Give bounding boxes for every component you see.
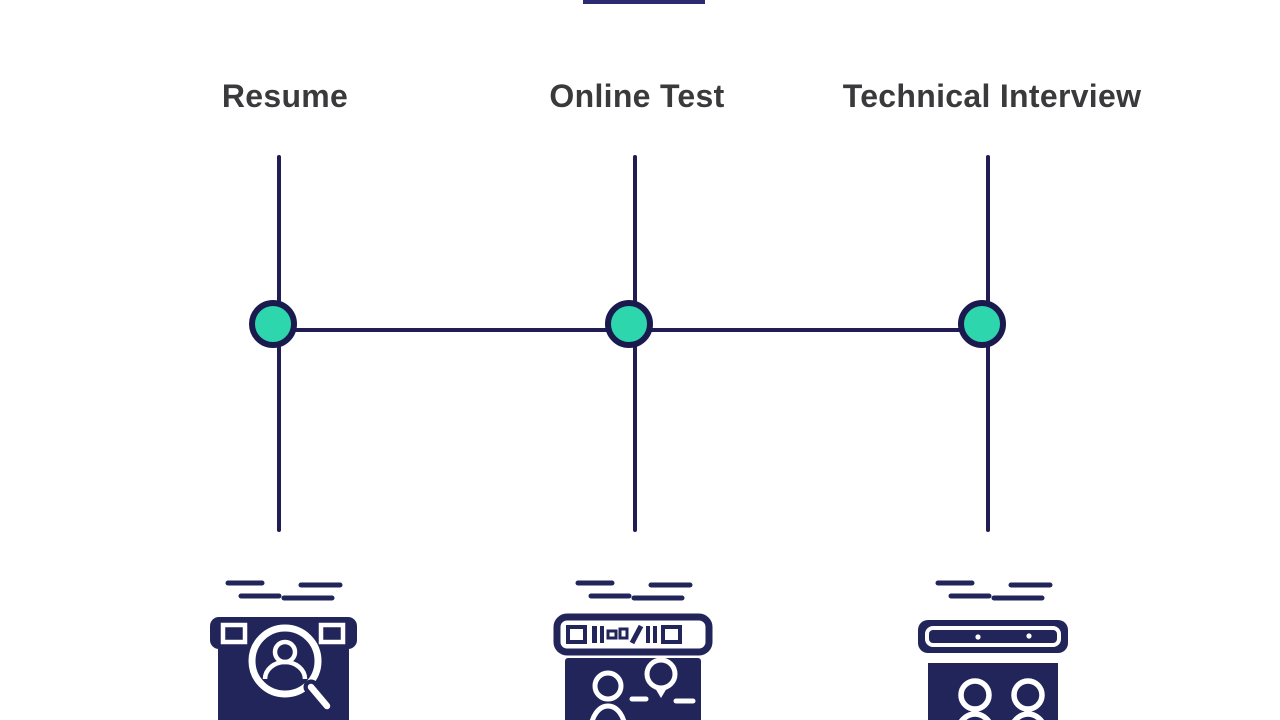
panel-interview-icon — [918, 580, 1068, 720]
candidate-search-icon — [210, 580, 357, 720]
title-underline — [583, 0, 705, 4]
timeline-node — [958, 300, 1006, 348]
stage-label: Online Test — [549, 78, 725, 114]
timeline-node — [605, 300, 653, 348]
stage-label: Resume — [221, 78, 349, 114]
stage-label: Technical Interview — [842, 78, 1142, 114]
online-assessment-icon — [553, 580, 713, 720]
timeline-node — [249, 300, 297, 348]
